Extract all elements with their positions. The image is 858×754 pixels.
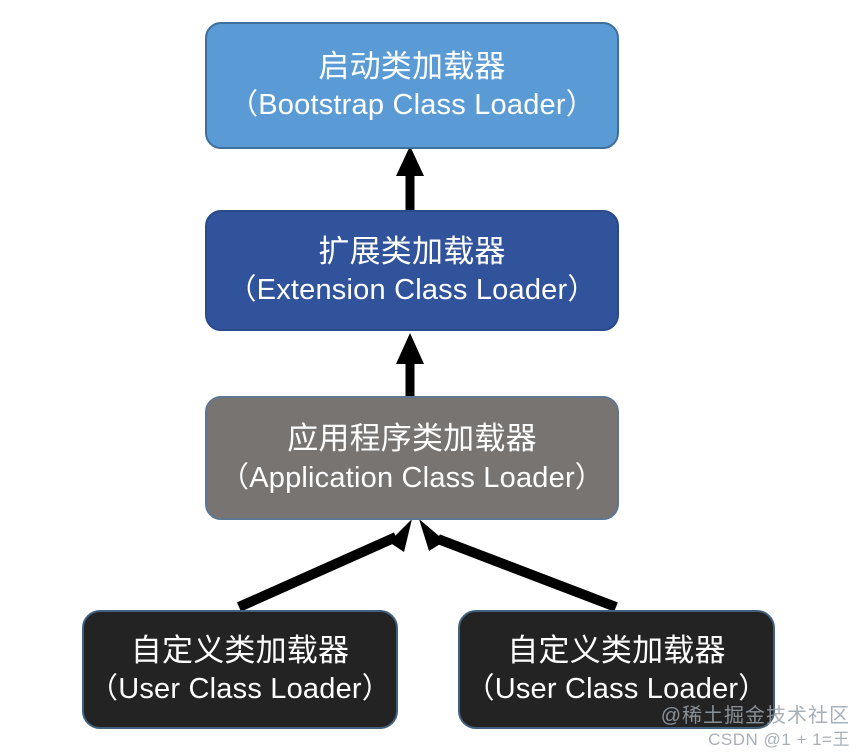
node-user-class-loader-right[interactable]: 自定义类加载器 （User Class Loader）	[458, 610, 775, 729]
watermark-sub-text: CSDN @1 + 1=王	[708, 729, 850, 749]
node-user-class-loader-left[interactable]: 自定义类加载器 （User Class Loader）	[82, 610, 398, 729]
node-application-class-loader[interactable]: 应用程序类加载器 （Application Class Loader）	[205, 396, 619, 520]
node-user-left-label-en: （User Class Loader）	[89, 673, 391, 706]
watermark: @稀土掘金技术社区 CSDN @1 + 1=王	[661, 704, 850, 750]
arrow-user-left-to-application	[236, 519, 412, 612]
node-extension-class-loader[interactable]: 扩展类加载器 （Extension Class Loader）	[205, 210, 619, 331]
arrow-user-right-to-application	[419, 519, 618, 612]
node-bootstrap-label-en: （Bootstrap Class Loader）	[229, 89, 595, 122]
node-user-right-label-cn: 自定义类加载器	[507, 632, 726, 668]
node-extension-label-cn: 扩展类加载器	[318, 233, 506, 269]
node-extension-label-en: （Extension Class Loader）	[227, 274, 597, 307]
arrow-extension-to-bootstrap	[396, 146, 424, 210]
watermark-main-text: @稀土掘金技术社区	[660, 704, 850, 727]
node-bootstrap-label-cn: 启动类加载器	[318, 48, 506, 84]
arrow-application-to-extension	[396, 333, 424, 396]
node-application-label-cn: 应用程序类加载器	[287, 421, 537, 457]
node-user-right-label-en: （User Class Loader）	[465, 673, 768, 706]
node-application-label-en: （Application Class Loader）	[220, 461, 604, 494]
node-user-left-label-cn: 自定义类加载器	[130, 632, 350, 668]
node-bootstrap-class-loader[interactable]: 启动类加载器 （Bootstrap Class Loader）	[205, 22, 619, 149]
